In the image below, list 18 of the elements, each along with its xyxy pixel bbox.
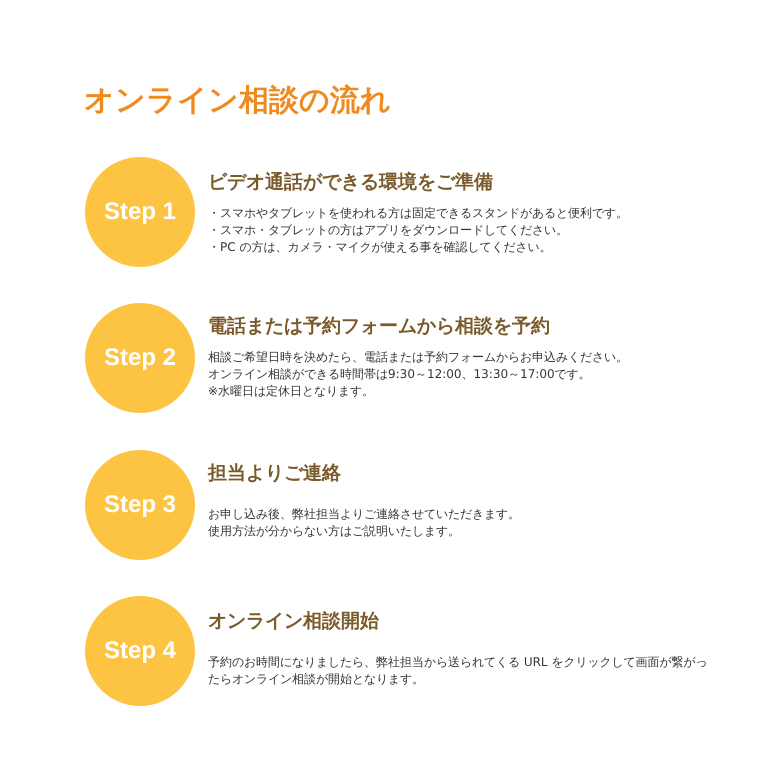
step-description: ・PC の方は、カメラ・マイクが使える事を確認してください。: [208, 239, 552, 256]
step-heading: 電話または予約フォームから相談を予約: [208, 314, 550, 339]
step-circle: Step 2: [85, 303, 195, 413]
step-description: ・スマホやタブレットを使われる方は固定できるスタンドがあると便利です。: [208, 205, 628, 222]
step-description: ※水曜日は定休日となります。: [208, 383, 374, 400]
step-description: ・スマホ・タブレットの方はアプリをダウンロードしてください。: [208, 222, 568, 239]
page-title: オンライン相談の流れ: [84, 82, 391, 120]
step-heading: 担当よりご連絡: [208, 461, 341, 486]
step-description: オンライン相談ができる時間帯は9:30～12:00、13:30～17:00です。: [208, 366, 591, 383]
step-description: お申し込み後、弊社担当よりご連絡させていただきます。: [208, 506, 520, 523]
step-circle: Step 1: [85, 157, 195, 267]
step-heading: オンライン相談開始: [208, 609, 379, 634]
step-description: 予約のお時間になりましたら、弊社担当から送られてくる URL をクリックして画面が繋がったらオンライン相談が開始となります。: [208, 654, 708, 688]
step-circle: Step 3: [85, 450, 195, 560]
step-circle: Step 4: [85, 596, 195, 706]
step-description: 相談ご希望日時を決めたら、電話または予約フォームからお申込みください。: [208, 349, 628, 366]
step-description: 使用方法が分からない方はご説明いたします。: [208, 523, 460, 540]
step-heading: ビデオ通話ができる環境をご準備: [208, 170, 493, 195]
